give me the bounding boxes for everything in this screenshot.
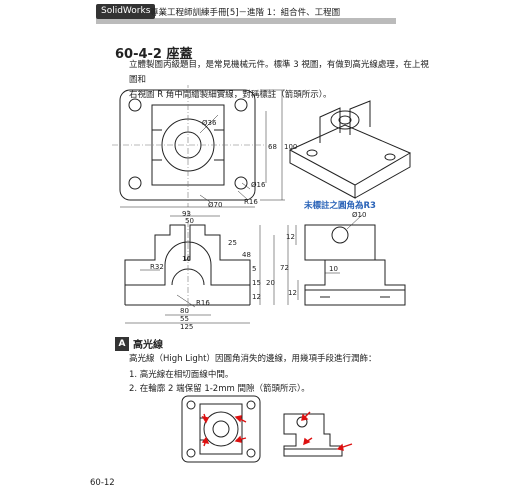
dim-d8: 50 [185,217,194,225]
section-title: 60-4-2 座蓋 [115,47,193,62]
highlight-line-3: 2. 在輪廓 2 端保留 1-2mm 間隙（箭頭所示）。 [129,384,310,394]
dim-d4: R16 [244,198,258,206]
dim-d21: 125 [180,323,193,331]
dim-d16: 20 [266,279,275,287]
section-paragraph: 立體製圖丙級題目，是常見機械元件。標準 3 視圖，有做到高光線處理，在上視圖和 … [129,58,429,103]
dim-d22: Ø10 [352,211,366,219]
dim-d3: Ø70 [208,201,222,209]
dim-d23: 12 [286,233,295,241]
section-a-badge: A [115,336,129,351]
top-view [112,85,285,208]
page-number: 60-12 [90,478,115,488]
dim-d2: Ø16 [251,181,266,189]
dim-d18: 12 [252,293,261,301]
highlight-line-2: 1. 高光線在相切面線中間。 [129,370,234,380]
highlight-diagram [181,395,353,463]
dim-d15: 15 [252,279,261,287]
right-view [295,214,406,306]
section-a-title: A 高光線 [115,336,163,351]
dim-d11: 16 [182,255,191,263]
dim-d17: 72 [280,264,289,272]
front-view [124,210,289,324]
dim-d13: R16 [196,299,210,307]
dim-d19: 80 [180,307,189,315]
dim-d5: 68 [268,143,277,151]
paragraph-line-2: 右視圖 R 角中間繪製細實線，對稱標註（箭頭所示）。 [129,90,332,100]
highlight-side-view [283,413,343,457]
header-bar [96,18,396,24]
dim-d14: 5 [252,265,256,273]
dim-d24: 10 [329,265,338,273]
highlight-line-1: 高光線（High Light）因圓角消失的邊線，用幾項手段進行潤飾： [129,354,377,364]
section-a-label: 高光線 [133,340,163,351]
highlight-top-view [181,395,261,463]
highlight-arrows [201,411,353,451]
header-title: 專業工程師訓練手冊[5]－進階 1：組合件、工程圖 [150,8,341,18]
engineering-drawing: Ø36 Ø16 Ø70 R16 68 100 93 50 25 48 16 R3… [112,85,412,331]
solidworks-logo: SolidWorks [96,4,156,19]
dim-d1: Ø36 [202,119,217,127]
paragraph-line-1: 立體製圖丙級題目，是常見機械元件。標準 3 視圖，有做到高光線處理，在上視圖和 [129,60,429,85]
fillet-note: 未標註之圓角為R3 [304,201,376,211]
dim-d9: 25 [228,239,237,247]
dim-d7: 93 [182,210,191,218]
dim-d6: 100 [284,143,297,151]
isometric-view [288,100,412,199]
dim-d10: 48 [242,251,251,259]
dim-d20: 55 [180,315,189,323]
dim-d25: 12 [288,289,297,297]
dim-d12: R32 [150,263,164,271]
page-header: SolidWorks 專業工程師訓練手冊[5]－進階 1：組合件、工程圖 [96,2,520,28]
